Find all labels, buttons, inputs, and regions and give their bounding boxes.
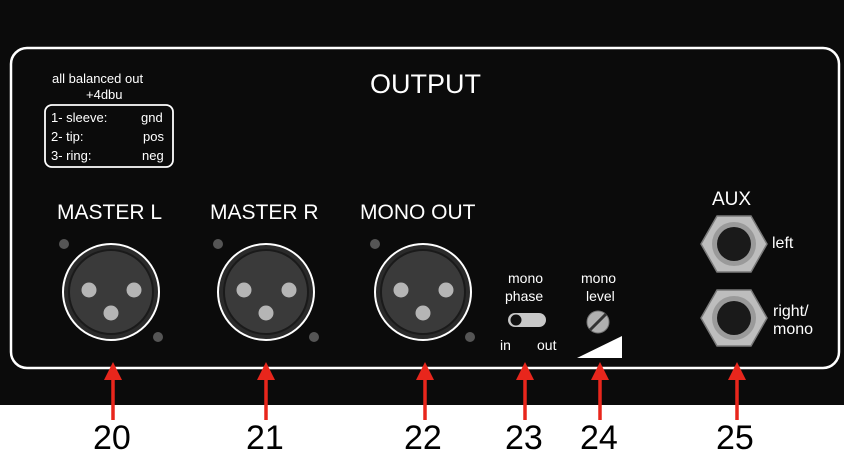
- label-master-l: MASTER L: [57, 201, 163, 224]
- label-mono-out: MONO OUT: [360, 201, 476, 224]
- callout-arrow-20: [104, 362, 122, 420]
- label-mono-level-2: level: [586, 288, 615, 304]
- pin-3-label: 3- ring:: [51, 148, 92, 163]
- pin-1-label: 1- sleeve:: [51, 110, 108, 125]
- callout-number-22: 22: [404, 419, 442, 457]
- pin-2-value: pos: [143, 129, 164, 144]
- xlr-mono-out[interactable]: [370, 239, 475, 342]
- mono-level-trim-pot[interactable]: [586, 310, 610, 334]
- callout-number-21: 21: [246, 419, 284, 457]
- callout-arrow-25: [728, 362, 746, 420]
- label-aux-left: left: [772, 235, 794, 252]
- xlr-master-r[interactable]: [213, 239, 319, 342]
- callout-arrow-22: [416, 362, 434, 420]
- label-mono-level-1: mono: [581, 270, 617, 286]
- xlr-master-l[interactable]: [59, 239, 163, 342]
- label-master-r: MASTER R: [210, 201, 319, 224]
- callout-number-23: 23: [505, 419, 543, 457]
- label-aux-right-2: mono: [773, 321, 814, 338]
- callout-number-25: 25: [716, 419, 754, 457]
- label-aux-right-1: right/: [773, 303, 809, 320]
- callout-arrow-21: [257, 362, 275, 420]
- label-mono-phase-1: mono: [508, 270, 544, 286]
- label-aux: AUX: [712, 189, 752, 210]
- spec-line-1: all balanced out: [52, 71, 144, 86]
- panel-title: OUTPUT: [370, 69, 481, 99]
- pin-2-label: 2- tip:: [51, 129, 84, 144]
- label-switch-out: out: [537, 337, 557, 353]
- pin-3-value: neg: [142, 148, 164, 163]
- callout-number-24: 24: [580, 419, 618, 457]
- label-switch-in: in: [500, 337, 511, 353]
- pin-1-value: gnd: [141, 110, 163, 125]
- level-ramp-icon: [577, 336, 622, 358]
- aux-right-mono-jack[interactable]: [700, 289, 768, 347]
- callout-arrow-24: [591, 362, 609, 420]
- label-mono-phase-2: phase: [505, 288, 544, 304]
- callout-number-20: 20: [93, 419, 131, 457]
- spec-line-2: +4dbu: [86, 87, 123, 102]
- callout-arrow-23: [516, 362, 534, 420]
- aux-left-jack[interactable]: [700, 215, 768, 273]
- pin-spec-box: [44, 104, 174, 168]
- mono-phase-switch[interactable]: [508, 313, 546, 327]
